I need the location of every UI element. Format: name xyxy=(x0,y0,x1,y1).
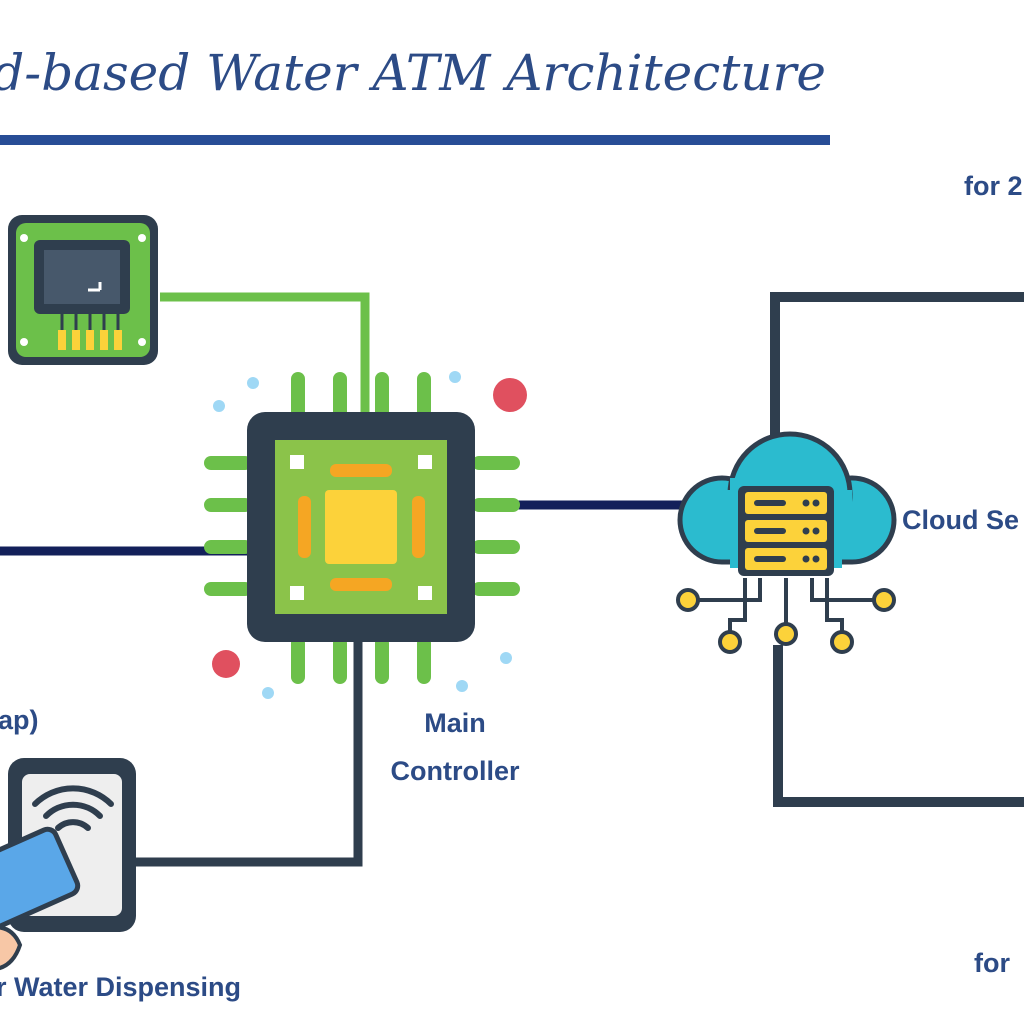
label-for-bottom: for xyxy=(974,948,1010,978)
label-left-partial: ap) xyxy=(0,705,39,735)
wire-controller-to-rfid xyxy=(132,640,363,867)
label-for-top: for 2 xyxy=(964,171,1023,201)
chip-pads xyxy=(298,464,425,591)
microcontroller-chip-icon xyxy=(204,372,520,684)
decorative-dots xyxy=(212,371,527,699)
cloud-nodes xyxy=(676,588,896,654)
circuit-board-icon xyxy=(8,215,158,365)
page-title: oud-based Water ATM Architecture xyxy=(0,44,826,102)
wire-cloud-bottom-branch xyxy=(773,645,1024,807)
label-main-controller-line1: Main xyxy=(424,708,486,738)
label-main-controller-line2: Controller xyxy=(390,756,520,786)
label-cloud-server: Cloud Se xyxy=(902,505,1020,535)
rfid-card-icon xyxy=(0,826,81,971)
server-rack xyxy=(738,486,834,576)
chip-pins xyxy=(204,372,520,684)
label-water-dispensing: r Water Dispensing xyxy=(0,972,242,1002)
wire-sensor-to-controller xyxy=(160,292,370,415)
cloud-server-icon xyxy=(676,431,897,654)
wire-cloud-top-branch xyxy=(770,292,1024,450)
